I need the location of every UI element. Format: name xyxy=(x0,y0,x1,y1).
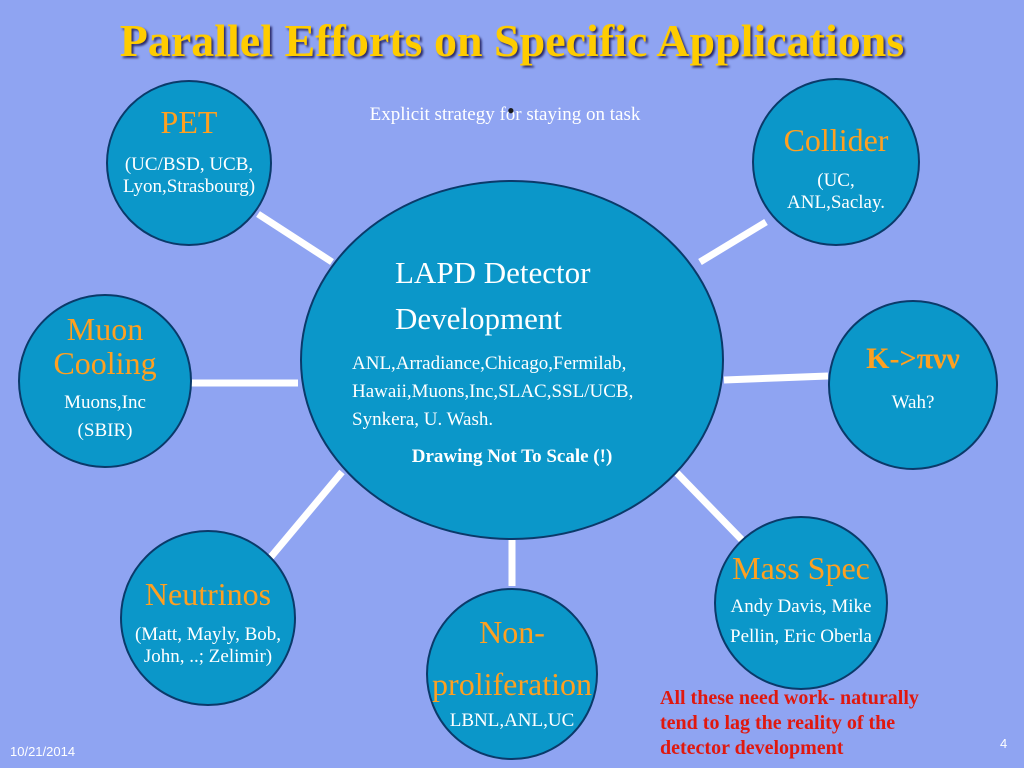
node-massspec-line2: Pellin, Eric Oberla xyxy=(730,626,872,647)
node-neutrinos-line1: (Matt, Mayly, Bob, xyxy=(134,624,281,645)
footer-note-line1: All these need work- naturally xyxy=(660,687,919,709)
footer-note-line3: detector development xyxy=(660,737,844,759)
slide-date: 10/21/2014 xyxy=(10,744,76,759)
node-nonproliferation xyxy=(426,588,598,760)
connector-neutrinos xyxy=(267,469,345,561)
node-massspec-line1: Andy Davis, Mike xyxy=(730,596,872,617)
center-title-line1: LAPD Detector xyxy=(395,255,591,290)
connector-massspec xyxy=(673,469,745,543)
node-kpinunu xyxy=(828,300,998,470)
node-collider-line2: ANL,Saclay. xyxy=(787,192,885,213)
center-list-line2: Hawaii,Muons,Inc,SLAC,SSL/UCB, xyxy=(352,381,634,402)
node-nonprolif-title-line1: Non- xyxy=(479,614,545,650)
node-massspec-title: Mass Spec xyxy=(732,550,870,586)
connector-collider xyxy=(698,219,768,265)
node-muon-line2: (SBIR) xyxy=(77,420,133,441)
node-muon-title-line2: Cooling xyxy=(53,345,157,381)
center-list-line1: ANL,Arradiance,Chicago,Fermilab, xyxy=(352,353,627,374)
node-muon-line1: Muons,Inc xyxy=(64,392,146,413)
slide-title: Parallel Efforts on Specific Application… xyxy=(119,15,905,66)
node-pet-line1: (UC/BSD, UCB, xyxy=(124,154,254,175)
node-collider-title: Collider xyxy=(783,122,889,158)
node-kpinunu-title: K->πνν xyxy=(866,342,960,375)
center-title-line2: Development xyxy=(395,301,563,336)
center-note: Drawing Not To Scale (!) xyxy=(411,446,613,467)
center-list-line3: Synkera, U. Wash. xyxy=(352,409,494,430)
center-title: LAPD Detector Development xyxy=(395,250,590,342)
center-collaborators: ANL,Arradiance,Chicago,Fermilab, Hawaii,… xyxy=(352,350,633,434)
node-muon-cooling xyxy=(18,294,192,468)
node-pet-line2: Lyon,Strasbourg) xyxy=(122,176,256,197)
node-collider-line1: (UC, xyxy=(817,170,855,191)
node-neutrinos xyxy=(120,530,296,706)
footer-note-line2: tend to lag the reality of the xyxy=(660,712,896,734)
center-node xyxy=(300,180,724,540)
node-neutrinos-line2: John, ..; Zelimir) xyxy=(143,646,273,667)
node-neutrinos-title: Neutrinos xyxy=(144,576,272,612)
node-pet xyxy=(106,80,272,246)
footer-warning-note: All these need work- naturally tend to l… xyxy=(660,686,919,761)
node-kpinunu-line1: Wah? xyxy=(891,392,935,413)
slide-subtitle: Explicit strategy for staying on task xyxy=(369,104,641,125)
connector-pet xyxy=(256,211,334,265)
node-muon-title-line1: Muon xyxy=(66,311,144,347)
bullet-mark: • xyxy=(507,98,515,123)
connector-kpinunu xyxy=(723,372,829,384)
slide-page-number: 4 xyxy=(1000,736,1008,751)
node-nonprolif-line1: LBNL,ANL,UC xyxy=(449,710,575,731)
node-mass-spec xyxy=(714,516,888,690)
node-nonprolif-title-line2: proliferation xyxy=(432,666,592,702)
node-collider xyxy=(752,78,920,246)
node-pet-title: PET xyxy=(160,104,218,140)
